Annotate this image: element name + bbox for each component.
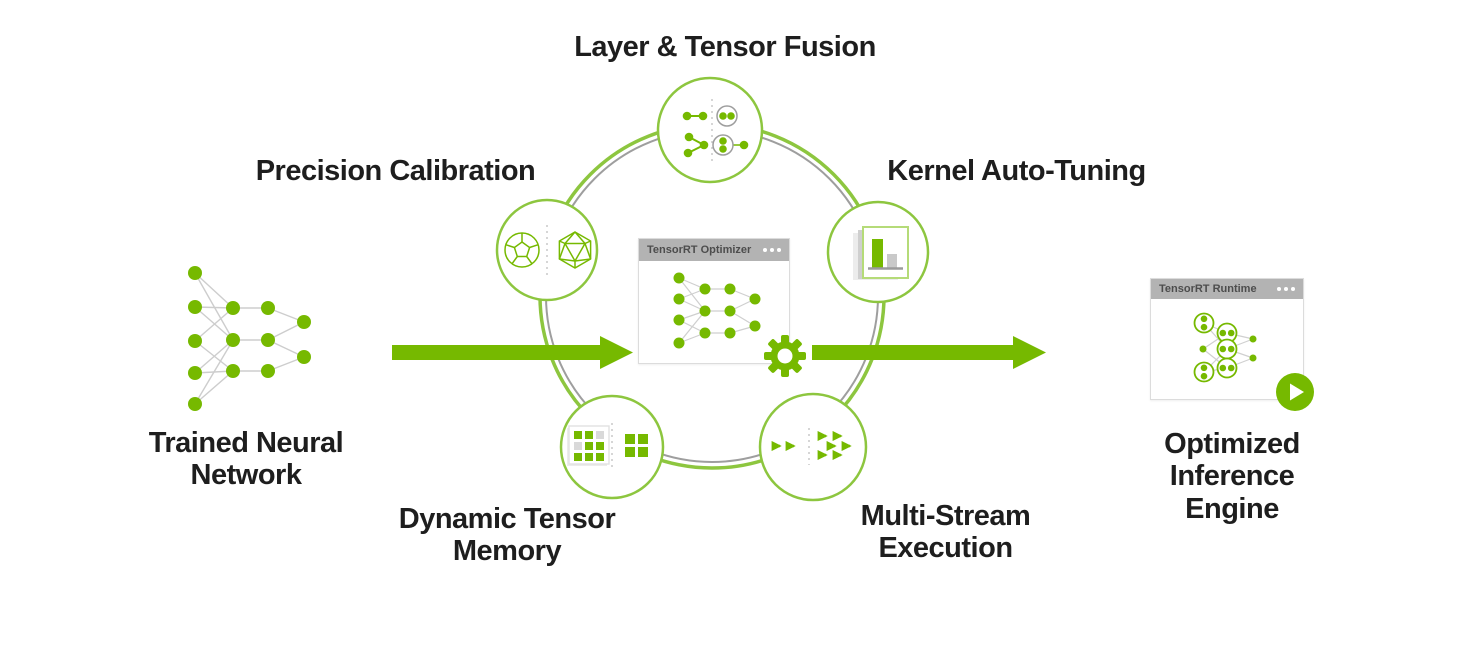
stage-node-layer-tensor-fusion xyxy=(656,76,764,184)
memory-grid-icon xyxy=(567,423,648,471)
three-dots-icon xyxy=(760,248,781,252)
polyhedra-icon xyxy=(504,225,592,275)
stream-arrows-icon xyxy=(771,428,852,465)
stage-label-precision-calibration: Precision Calibration xyxy=(255,155,536,187)
optimizer-window-titlebar: TensorRT Optimizer xyxy=(639,239,789,261)
optimizer-window-title: TensorRT Optimizer xyxy=(647,244,752,256)
stage-label-dynamic-tensor-memory: Dynamic Tensor Memory xyxy=(398,503,616,568)
play-icon xyxy=(1276,373,1314,411)
optimizer-network-icon xyxy=(673,272,761,349)
bar-chart-cards-icon xyxy=(853,226,909,280)
optimizer-window-body xyxy=(639,261,789,366)
runtime-window-body xyxy=(1151,299,1303,402)
flow-arrow-left xyxy=(392,336,633,369)
three-dots-icon xyxy=(1274,287,1295,291)
stage-label-kernel-auto-tuning: Kernel Auto-Tuning xyxy=(887,155,1146,187)
runtime-window: TensorRT Runtime xyxy=(1150,278,1304,400)
graph-fusion-icon xyxy=(682,99,749,161)
stage-label-multi-stream-execution: Multi-Stream Execution xyxy=(860,500,1031,565)
fused-network-icon xyxy=(1193,312,1257,383)
optimizer-window: TensorRT Optimizer xyxy=(638,238,790,364)
input-label: Trained Neural Network xyxy=(148,427,344,492)
gear-icon xyxy=(764,335,806,377)
runtime-window-title: TensorRT Runtime xyxy=(1159,283,1257,295)
output-label: Optimized Inference Engine xyxy=(1164,428,1300,525)
flow-arrow-right xyxy=(812,336,1046,369)
runtime-window-titlebar: TensorRT Runtime xyxy=(1151,279,1303,299)
stage-node-multi-stream-execution xyxy=(758,392,868,502)
stage-label-layer-tensor-fusion: Layer & Tensor Fusion xyxy=(574,31,876,63)
neural-network-icon xyxy=(188,266,311,411)
